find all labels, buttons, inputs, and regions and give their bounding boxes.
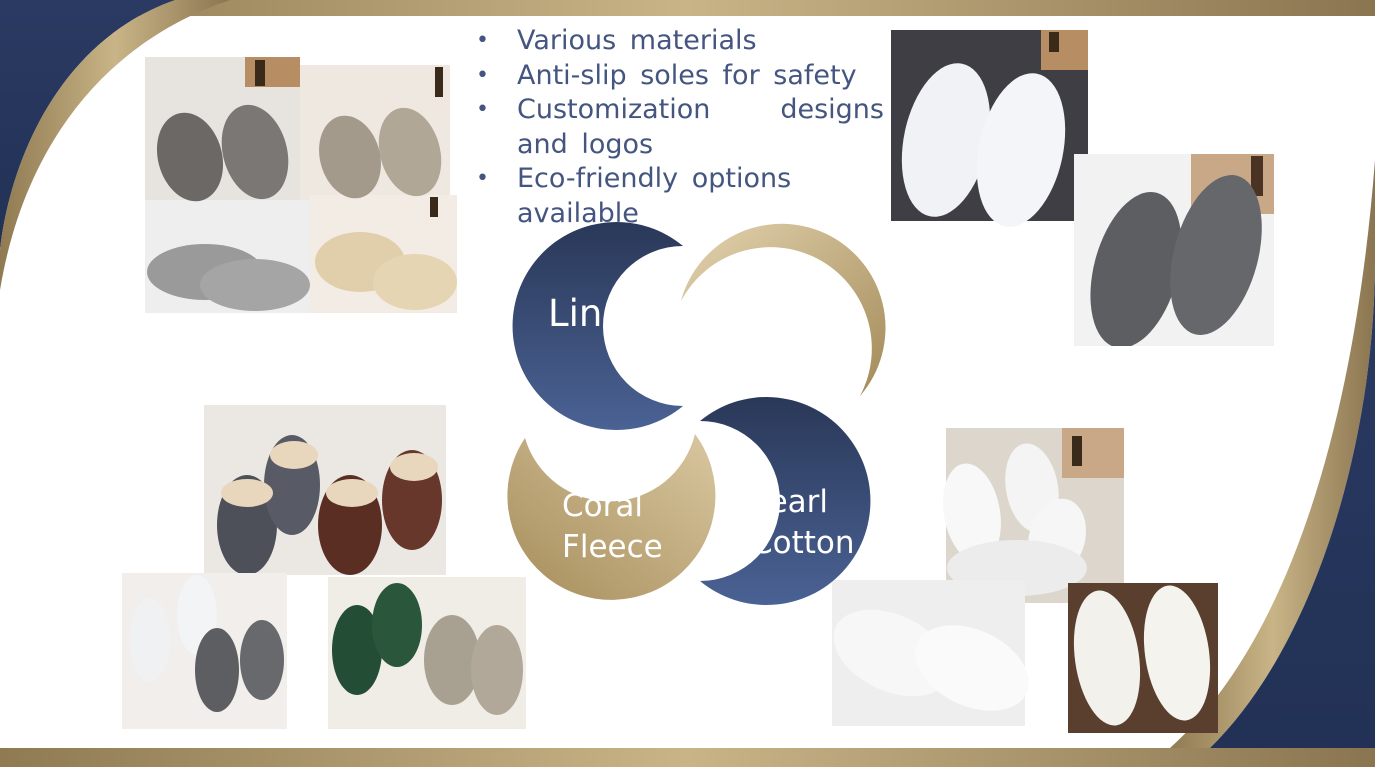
- non-woven-label: Non-woven Fabrics: [692, 290, 839, 354]
- non-woven-slippers-photo: [891, 30, 1274, 346]
- coral-fleece-petal: [507, 434, 716, 600]
- coral-fleece-slippers-image: [122, 405, 526, 729]
- left-navy-swoosh: [0, 0, 175, 250]
- non-woven-slippers-image: [891, 30, 1274, 346]
- coral-fleece-slippers-photo: [122, 405, 526, 729]
- right-navy-swoosh: [1210, 260, 1375, 748]
- linen-label: Linen: [548, 292, 649, 335]
- pearl-cotton-slippers-photo: [832, 428, 1218, 733]
- non-woven-petal: [681, 223, 886, 396]
- materials-diagram: [507, 222, 886, 605]
- linen-petal: [512, 222, 683, 430]
- pearl-cotton-label: Pearl Cotton: [751, 484, 855, 561]
- left-gold-swoosh: [0, 0, 230, 290]
- feature-item: Customization designs and logos: [474, 93, 884, 162]
- top-gold-band: [0, 0, 1375, 16]
- feature-item: Anti-slip soles for safety: [474, 59, 884, 94]
- pearl-cotton-slippers-image: [832, 428, 1218, 733]
- linen-slippers-image: [145, 57, 457, 313]
- coral-fleece-label: Coral Fleece: [562, 488, 663, 565]
- feature-list: Various materials Anti-slip soles for sa…: [474, 24, 884, 231]
- feature-item: Various materials: [474, 24, 884, 59]
- right-gold-swoosh: [1170, 160, 1375, 748]
- bottom-gold-band: [0, 748, 1375, 767]
- pearl-cotton-petal: [700, 397, 871, 605]
- linen-slippers-photo: [145, 57, 457, 313]
